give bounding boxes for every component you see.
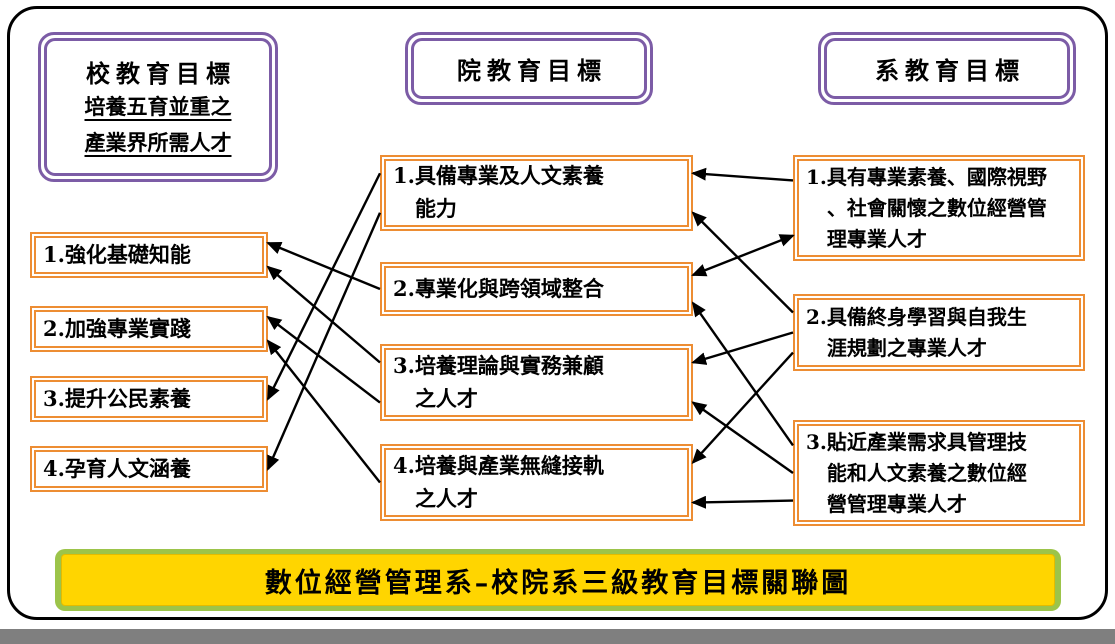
goal-text: 加強專業實踐	[64, 316, 191, 342]
goal-number: 3.	[806, 429, 827, 454]
goal-text: 具有專業素養、國際視野 、社會關懷之數位經營管 理專業人才	[826, 164, 1047, 251]
goal-text: 提升公民素養	[64, 386, 191, 412]
college-goal-box-3: 3.培養理論與實務兼顧 之人才	[380, 344, 693, 421]
goal-number: 1.	[43, 242, 65, 268]
goal-text: 具備終身學習與自我生 涯規劃之專業人才	[826, 304, 1027, 360]
goal-text: 貼近產業需求具管理技 能和人文素養之數位經 營管理專業人才	[826, 429, 1027, 516]
college-header-title: 院教育目標	[457, 56, 607, 85]
school-goal-box-3: 3.提升公民素養	[30, 376, 268, 422]
school-header-inner: 校教育目標 培養五育並重之 產業界所需人才	[44, 38, 272, 176]
goal-number: 2.	[43, 316, 65, 342]
goal-text: 培養與產業無縫接軌 之人才	[414, 452, 604, 511]
department-goal-box-2: 2.具備終身學習與自我生 涯規劃之專業人才	[793, 294, 1085, 371]
college-goal-box-1: 1.具備專業及人文素養 能力	[380, 155, 693, 231]
page-background-strip	[0, 629, 1115, 644]
goal-number: 4.	[393, 452, 415, 478]
goal-number: 2.	[806, 304, 827, 329]
department-header-title: 系教育目標	[875, 56, 1025, 85]
goal-number: 2.	[393, 275, 415, 301]
goal-text: 專業化與跨領域整合	[414, 275, 604, 301]
goal-number: 1.	[806, 164, 827, 189]
department-header-box: 系教育目標	[818, 32, 1076, 105]
school-header-box: 校教育目標 培養五育並重之 產業界所需人才	[38, 32, 278, 182]
goal-text: 具備專業及人文素養 能力	[414, 163, 604, 221]
department-goal-box-1: 1.具有專業素養、國際視野 、社會關懷之數位經營管 理專業人才	[793, 155, 1085, 261]
college-goal-box-4: 4.培養與產業無縫接軌 之人才	[380, 444, 693, 521]
school-header-subtitle: 培養五育並重之 產業界所需人才	[84, 93, 232, 155]
goal-text: 強化基礎知能	[64, 242, 191, 268]
college-header-inner: 院教育目標	[411, 38, 647, 99]
goal-text: 培養理論與實務兼顧 之人才	[414, 352, 604, 411]
college-goal-box-2: 2.專業化與跨領域整合	[380, 262, 693, 316]
caption-title: 數位經營管理系–校院系三級教育目標關聯圖	[264, 567, 852, 599]
caption-banner-inner: 數位經營管理系–校院系三級教育目標關聯圖	[61, 554, 1055, 606]
college-header-box: 院教育目標	[405, 32, 653, 105]
department-header-inner: 系教育目標	[824, 38, 1070, 99]
school-header-title: 校教育目標	[86, 58, 236, 88]
caption-banner: 數位經營管理系–校院系三級教育目標關聯圖	[55, 549, 1061, 611]
goal-number: 3.	[43, 386, 65, 412]
school-goal-box-2: 2.加強專業實踐	[30, 306, 268, 352]
school-goal-box-1: 1.強化基礎知能	[30, 232, 268, 278]
goal-number: 1.	[393, 163, 415, 189]
goal-number: 4.	[43, 456, 65, 482]
goal-text: 孕育人文涵養	[64, 456, 191, 482]
school-goal-box-4: 4.孕育人文涵養	[30, 446, 268, 492]
department-goal-box-3: 3.貼近產業需求具管理技 能和人文素養之數位經 營管理專業人才	[793, 420, 1085, 526]
goal-number: 3.	[393, 352, 415, 378]
